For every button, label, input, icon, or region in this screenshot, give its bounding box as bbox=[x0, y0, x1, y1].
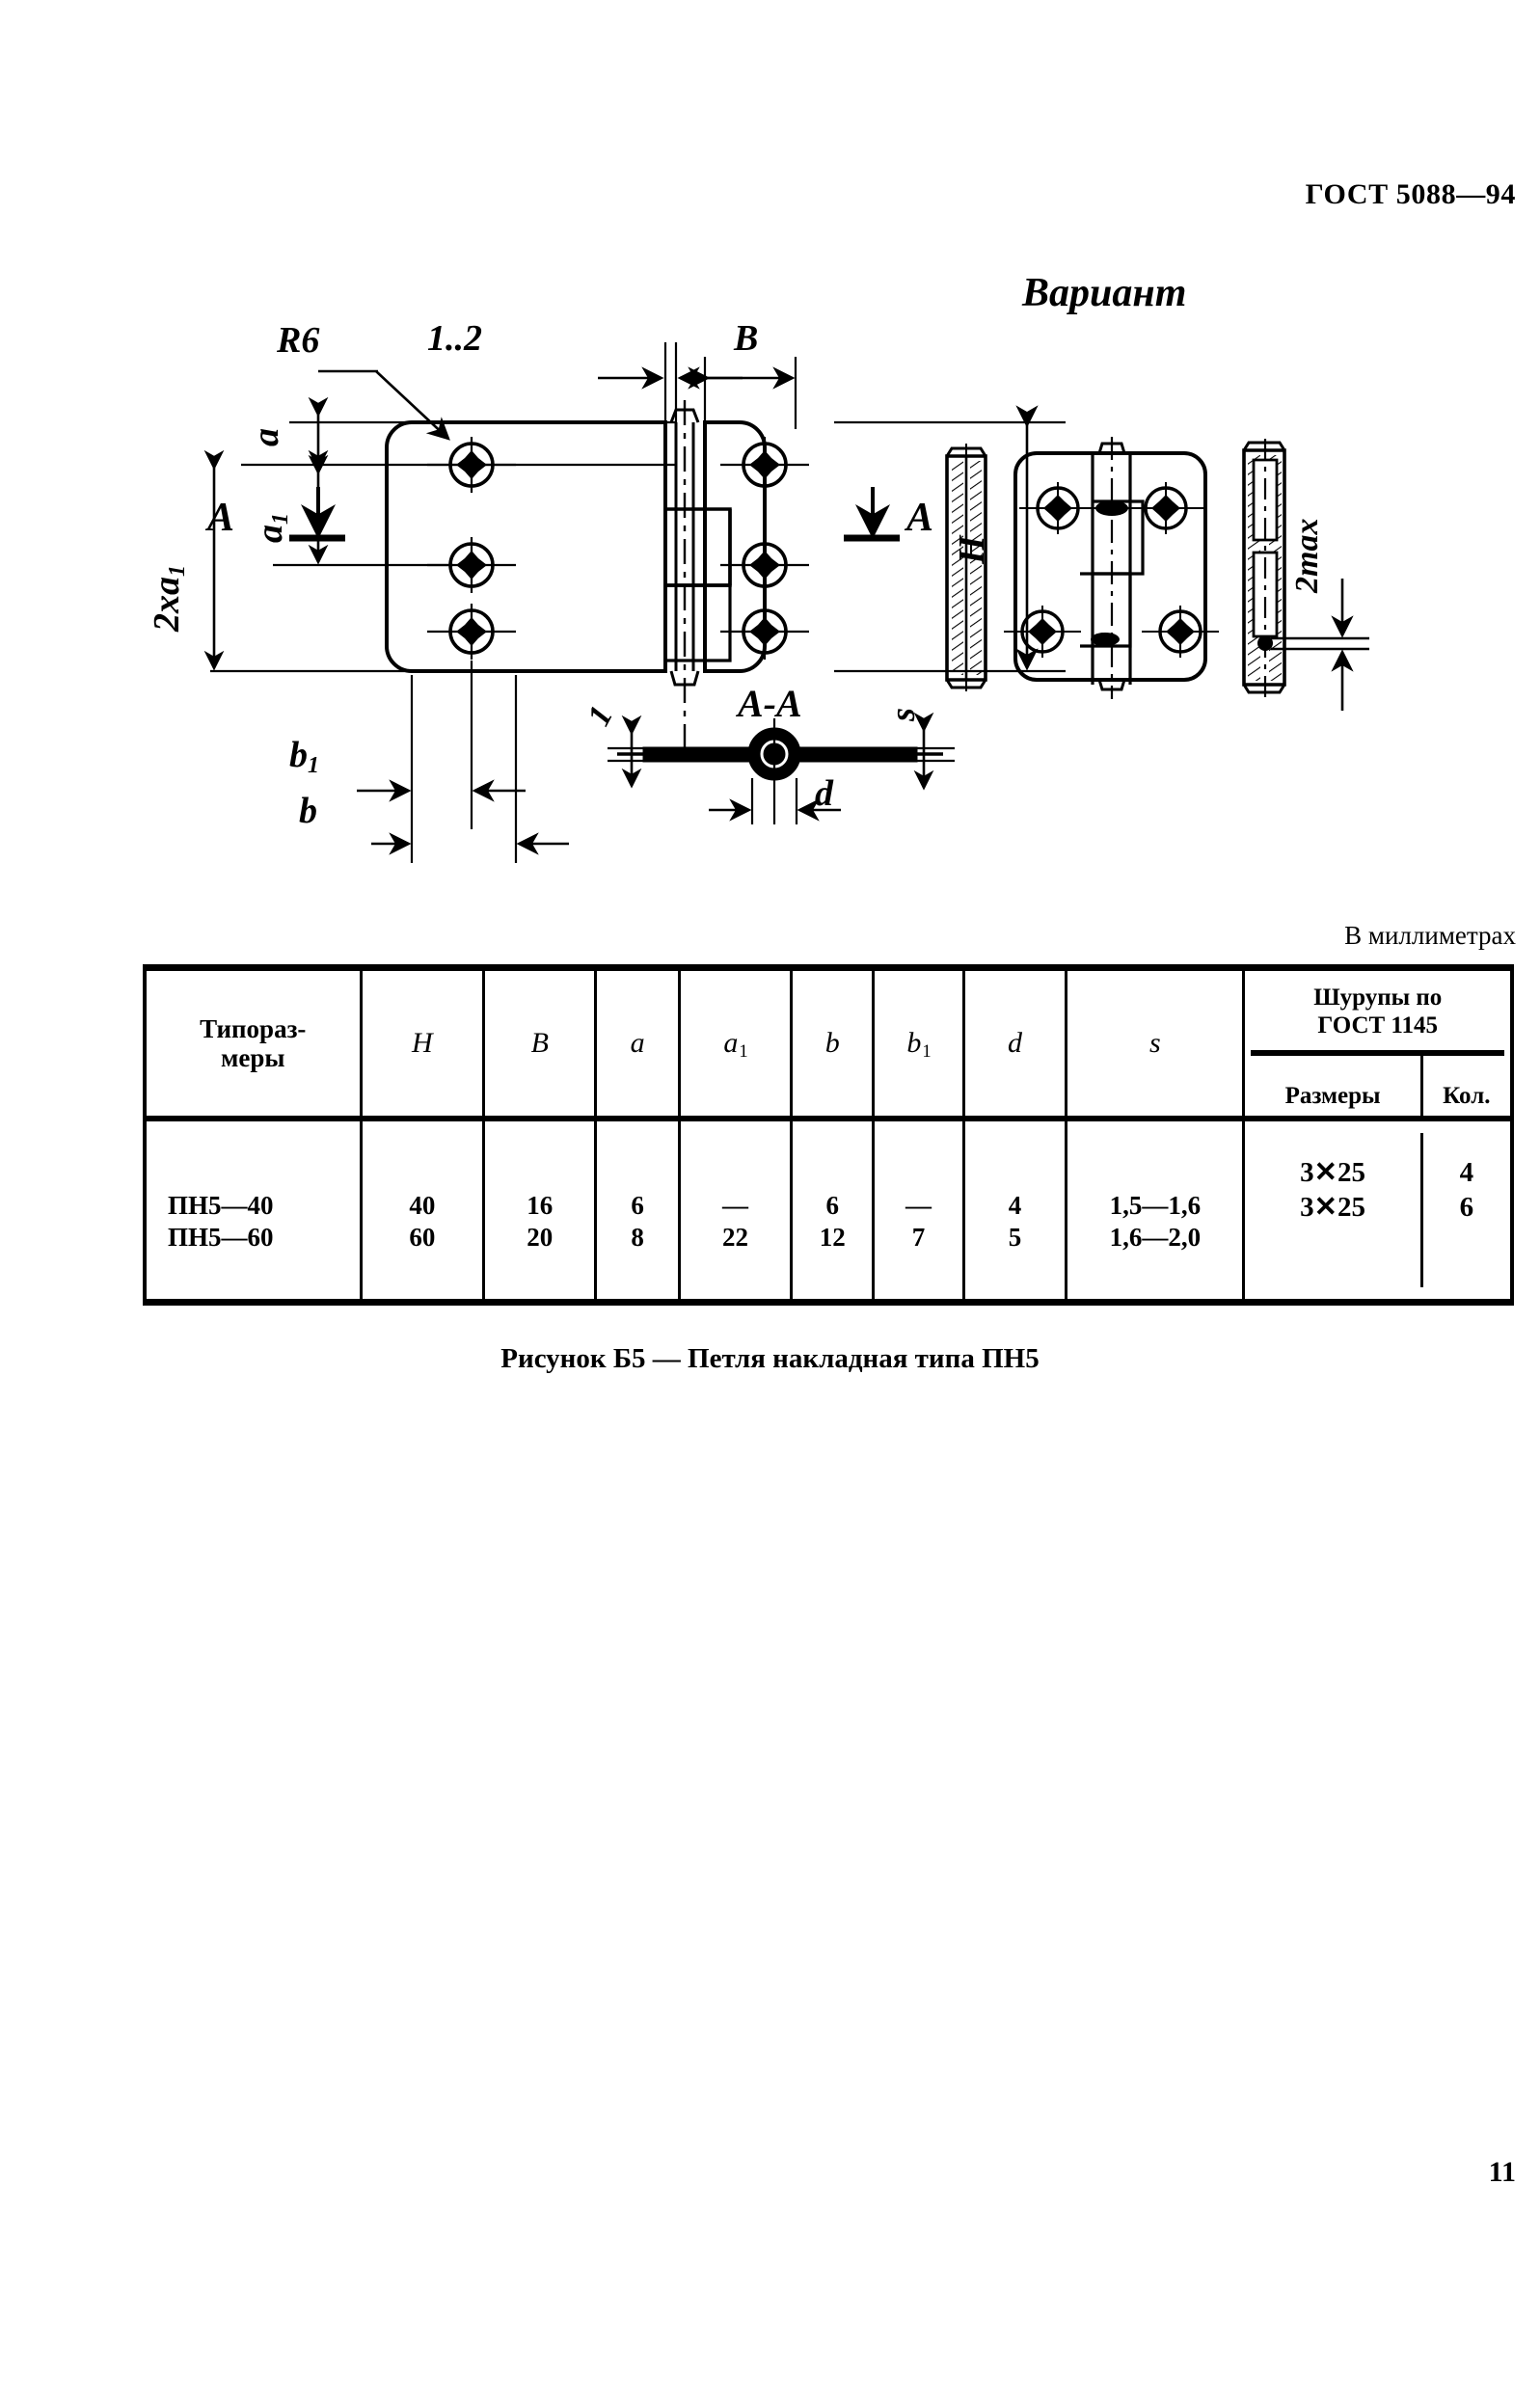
header-screws-group: Шурупы по ГОСТ 1145 Размеры Кол. bbox=[1242, 971, 1515, 1116]
cell-a1: — 22 bbox=[677, 1121, 794, 1299]
label-thickness-s: s bbox=[883, 708, 922, 722]
cell-screws: 3✕25 3✕25 4 6 bbox=[1242, 1121, 1515, 1299]
label-pitch-2xa1: 2xa1 bbox=[147, 565, 190, 633]
table-header-row: Типораз- меры H B a a1 bbox=[142, 971, 1515, 1116]
cell-s: 1,5—1,6 1,6—2,0 bbox=[1065, 1121, 1246, 1299]
cell-screw-size: 3✕25 3✕25 bbox=[1300, 1157, 1365, 1223]
label-variant-gap-2max: 2max bbox=[1289, 519, 1325, 594]
figure-caption: Рисунок Б5 — Петля накладная типа ПН5 bbox=[500, 1343, 1040, 1374]
header-b-upper: B bbox=[482, 971, 598, 1116]
header-screws-qty: Кол. bbox=[1419, 1055, 1510, 1116]
cell-h: 40 60 bbox=[359, 1121, 486, 1299]
label-b1: b1 bbox=[289, 735, 319, 778]
label-edge-a1: a1 bbox=[250, 513, 293, 543]
label-edge-a: a bbox=[246, 428, 286, 446]
header-typesize-line1: Типораз- bbox=[200, 1013, 307, 1043]
header-a1: a1 bbox=[677, 971, 794, 1116]
header-typesize-line2: меры bbox=[221, 1043, 285, 1072]
technical-drawing: R6 1..2 B a a1 2xa1 H b1 b A A Вариант A… bbox=[0, 246, 1540, 921]
label-height-h: H bbox=[952, 534, 992, 565]
cell-b-upper: 16 20 bbox=[482, 1121, 598, 1299]
section-title-aa: A-A bbox=[735, 682, 802, 725]
table-header-rule bbox=[143, 1116, 1514, 1121]
header-b1: b1 bbox=[872, 971, 965, 1116]
units-note: В миллиметрах bbox=[1344, 921, 1516, 950]
page-number: 11 bbox=[1488, 2156, 1516, 2188]
table-top-rule bbox=[143, 964, 1514, 971]
drawing-svg: R6 1..2 B a a1 2xa1 H b1 b A A Вариант A… bbox=[147, 271, 1369, 863]
cell-d: 4 5 bbox=[961, 1121, 1068, 1299]
screws-title-line1: Шурупы по bbox=[1313, 985, 1443, 1012]
header-screws-size: Размеры bbox=[1284, 1082, 1381, 1109]
cell-a: 6 8 bbox=[594, 1121, 681, 1299]
header-typesize: Типораз- меры bbox=[142, 971, 363, 1116]
header-d: d bbox=[961, 971, 1068, 1116]
cell-screw-qty: 4 6 bbox=[1419, 1133, 1510, 1287]
label-width-b: B bbox=[733, 318, 758, 359]
label-radius: R6 bbox=[276, 320, 319, 361]
label-pin-diameter: d bbox=[815, 773, 834, 814]
table-row: ПН5—40 ПН5—60 40 60 16 20 6 8 bbox=[142, 1121, 1515, 1299]
cell-typesize: ПН5—40 ПН5—60 bbox=[142, 1121, 363, 1299]
header-a: a bbox=[594, 971, 681, 1116]
section-marker-left: A bbox=[204, 496, 234, 540]
header-h: H bbox=[359, 971, 486, 1116]
variant-title: Вариант bbox=[1021, 271, 1186, 315]
header-b-lower: b bbox=[790, 971, 876, 1116]
label-gap: 1..2 bbox=[427, 318, 482, 359]
specification-table: Типораз- меры H B a a1 bbox=[142, 964, 1515, 1306]
screws-title-line2: ГОСТ 1145 bbox=[1317, 1012, 1439, 1039]
screws-divider bbox=[1251, 1049, 1504, 1056]
cell-b1: — 7 bbox=[872, 1121, 965, 1299]
section-marker-right: A bbox=[904, 496, 933, 540]
table-bottom-rule bbox=[143, 1299, 1514, 1306]
header-s: s bbox=[1065, 971, 1246, 1116]
header-screws-subrow: Размеры Кол. bbox=[1245, 1055, 1510, 1116]
label-thickness-1: 1 bbox=[581, 700, 620, 731]
standard-header: ГОСТ 5088—94 bbox=[1305, 178, 1516, 210]
cell-b-lower: 6 12 bbox=[790, 1121, 876, 1299]
label-b: b bbox=[299, 791, 317, 831]
header-screws-title: Шурупы по ГОСТ 1145 bbox=[1245, 971, 1510, 1050]
